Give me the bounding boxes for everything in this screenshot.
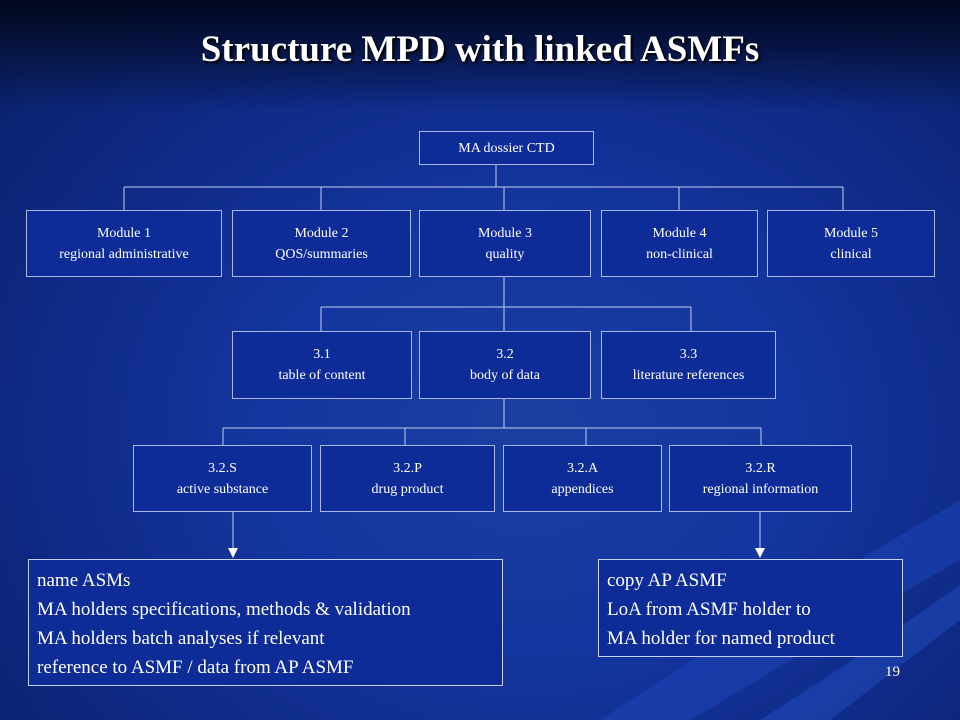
part-description: appendices — [551, 481, 614, 497]
module-5-box: Module 5 clinical — [767, 210, 935, 277]
module-description: regional administrative — [59, 246, 189, 262]
part-description: drug product — [371, 481, 444, 497]
slide-title: Structure MPD with linked ASMFs — [200, 29, 760, 70]
section-description: literature references — [632, 368, 745, 383]
note-line: LoA from ASMF holder to — [607, 599, 811, 620]
section-3-1-box: 3.1 table of content — [232, 331, 412, 399]
note-line: reference to ASMF / data from AP ASMF — [37, 657, 354, 678]
section-number: 3.2 — [496, 347, 514, 362]
module-4-box: Module 4 non-clinical — [601, 210, 758, 277]
part-3-2-r-box: 3.2.R regional information — [669, 445, 852, 512]
section-number: 3.1 — [313, 347, 331, 362]
section-description: body of data — [470, 368, 540, 383]
module-number: Module 2 — [294, 225, 349, 241]
note-line: MA holder for named product — [607, 628, 835, 649]
module-number: Module 3 — [477, 225, 533, 241]
section-description: table of content — [278, 368, 366, 383]
top-shade — [0, 0, 960, 110]
section-3-3-box: 3.3 literature references — [601, 331, 776, 399]
section-number: 3.3 — [679, 347, 698, 362]
module-3-box: Module 3 quality — [419, 210, 591, 277]
part-3-2-s-box: 3.2.S active substance — [133, 445, 312, 512]
part-number: 3.2.A — [566, 460, 599, 476]
arrow-right-icon — [755, 548, 765, 558]
module-description: quality — [485, 246, 525, 262]
module-1-box: Module 1 regional administrative — [26, 210, 222, 277]
part-description: active substance — [176, 481, 269, 497]
part-3-2-p-box: 3.2.P drug product — [320, 445, 495, 512]
root-label: MA dossier CTD — [458, 140, 555, 156]
module-number: Module 1 — [96, 225, 152, 241]
part-number: 3.2.P — [393, 460, 422, 476]
note-line: MA holders specifications, methods & val… — [37, 599, 411, 620]
module-description: QOS/summaries — [275, 246, 368, 262]
ap-asmf-notes-box: copy AP ASMF LoA from ASMF holder to MA … — [598, 559, 903, 657]
module-2-box: Module 2 QOS/summaries — [232, 210, 411, 277]
note-line: name ASMs — [37, 570, 131, 591]
note-line: copy AP ASMF — [607, 570, 727, 591]
module-description: clinical — [830, 246, 872, 262]
root-box: MA dossier CTD — [419, 131, 594, 165]
asm-notes-box: name ASMs MA holders specifications, met… — [28, 559, 503, 686]
part-3-2-a-box: 3.2.A appendices — [503, 445, 662, 512]
part-number: 3.2.S — [208, 460, 237, 476]
section-3-2-box: 3.2 body of data — [419, 331, 591, 399]
module-number: Module 4 — [652, 225, 707, 241]
arrow-left-icon — [228, 548, 238, 558]
module-description: non-clinical — [646, 246, 713, 262]
note-line: MA holders batch analyses if relevant — [37, 628, 325, 649]
page-number: 19 — [885, 664, 900, 680]
part-number: 3.2.R — [745, 460, 776, 476]
part-description: regional information — [702, 481, 819, 497]
module-number: Module 5 — [823, 225, 879, 241]
